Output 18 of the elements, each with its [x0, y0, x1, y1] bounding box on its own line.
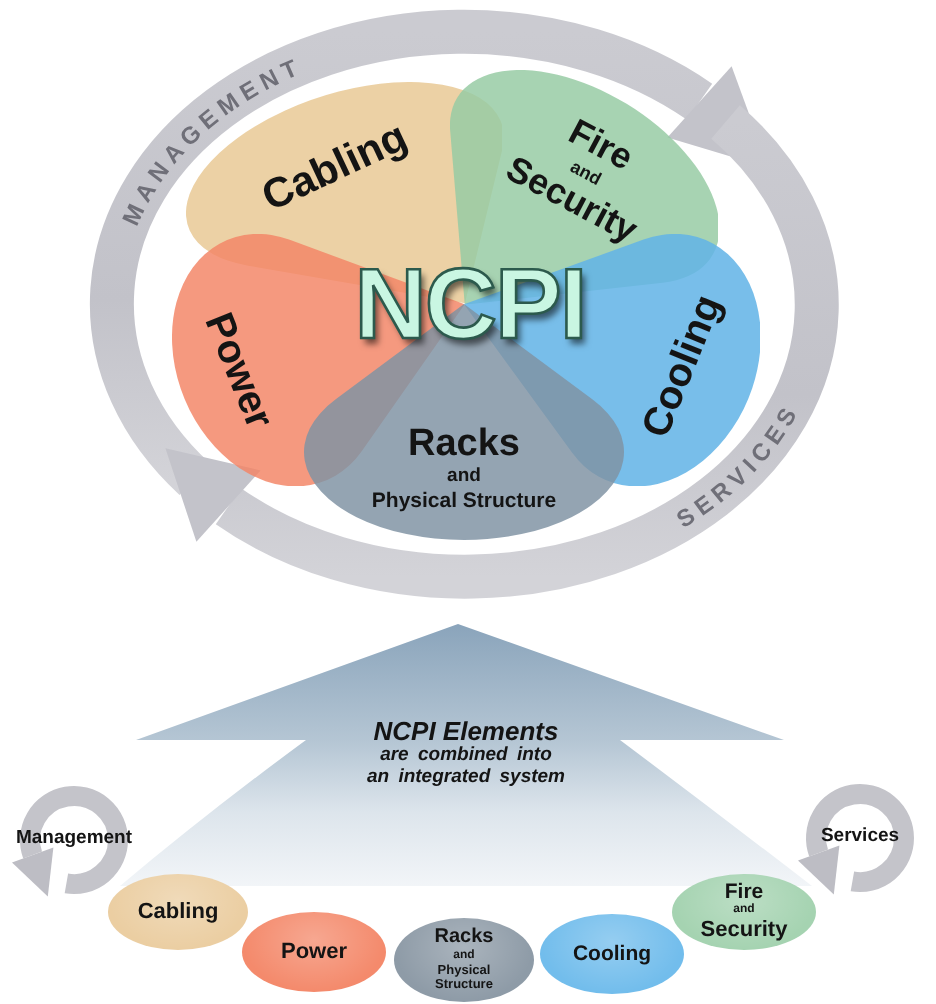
oval-label: Racks: [434, 926, 494, 949]
cycle-label: Management: [15, 829, 133, 851]
petal-label: Power: [193, 306, 282, 436]
oval: [108, 874, 248, 950]
oval-label: Cooling: [572, 941, 652, 967]
oval-label: Security: [700, 918, 788, 944]
petal-label: and: [447, 466, 481, 489]
petal-label: Racks: [408, 423, 520, 467]
oval: [540, 914, 684, 994]
oval: [672, 874, 816, 950]
oval-label: Fire: [724, 880, 764, 905]
oval: [242, 912, 386, 992]
arrow-caption: are combined into an integrated system: [365, 746, 567, 790]
arrow-heading: NCPI Elements: [373, 716, 559, 746]
petal-label: Physical Structure: [371, 488, 557, 513]
oval-label: Power: [280, 939, 347, 965]
oval-label: Cabling: [137, 899, 219, 925]
cycle-label: Services: [820, 827, 900, 849]
